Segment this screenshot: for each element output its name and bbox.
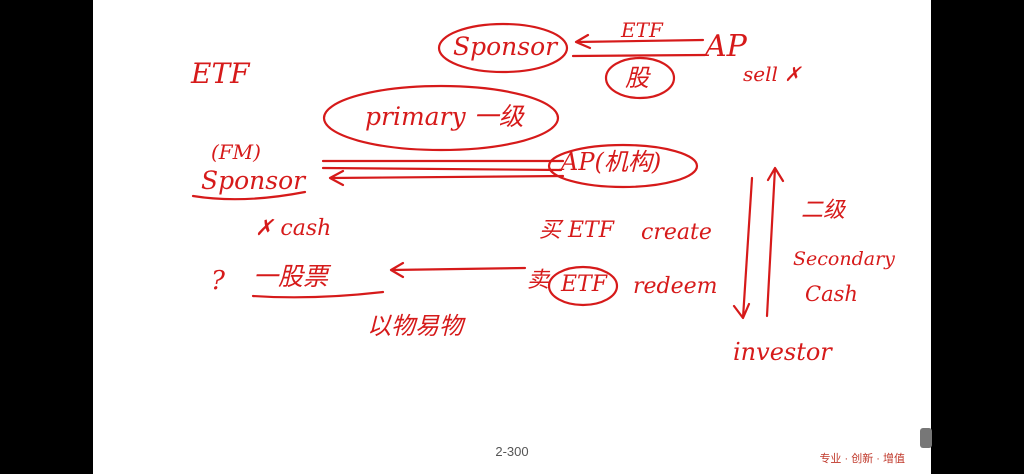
etf-line-lower xyxy=(571,53,707,58)
ap-institution-label: AP(机构) xyxy=(561,148,662,176)
ap-top-label: AP xyxy=(705,29,747,64)
page-number: 2-300 xyxy=(495,444,529,459)
create-label: create xyxy=(641,220,712,245)
etf-circle xyxy=(547,265,619,307)
sponsor-circle xyxy=(437,22,569,74)
scroll-handle[interactable] xyxy=(920,428,932,448)
etf-circled-label: ETF xyxy=(561,272,607,297)
stock-circle xyxy=(604,56,676,100)
basket-underline xyxy=(251,290,385,299)
etf-arrow-top xyxy=(574,33,705,50)
up-arrow xyxy=(765,166,785,318)
basket-label: 一股票 xyxy=(253,262,329,291)
x-cash-label: ✗ cash xyxy=(255,216,332,241)
whiteboard-slide: ETF Sponsor ETF 股 AP sell ✗ primary 一级 (… xyxy=(93,0,931,474)
brand-slogan: 专业 · 创新 · 增值 xyxy=(819,453,905,465)
secondary-label: Secondary xyxy=(793,248,895,270)
etf-top-label: ETF xyxy=(621,18,663,42)
cash-label: Cash xyxy=(805,282,858,306)
etf-heading: ETF xyxy=(191,57,250,90)
sell-x-label: sell ✗ xyxy=(743,62,802,86)
create-arrow xyxy=(321,159,565,172)
investor-label: investor xyxy=(733,338,832,366)
sell-etf-char: 卖 xyxy=(527,268,550,293)
question-mark: ? xyxy=(211,266,225,296)
primary-label: primary 一级 xyxy=(365,102,524,131)
down-arrow xyxy=(732,176,754,320)
secondary-cn-label: 二级 xyxy=(801,198,846,223)
redeem-arrow xyxy=(328,169,565,187)
redeem-label: redeem xyxy=(633,274,718,299)
ap-circle xyxy=(547,143,699,189)
exchange-arrow xyxy=(389,261,527,279)
handwriting-strokes xyxy=(191,22,785,320)
sponsor-top-label: Sponsor xyxy=(453,32,558,61)
stock-label: 股 xyxy=(625,64,649,92)
primary-circle xyxy=(322,84,560,152)
barter-label: 以物易物 xyxy=(367,312,463,340)
fm-label: (FM) xyxy=(211,140,261,164)
sponsor-left-label: Sponsor xyxy=(201,166,306,195)
sponsor-underline xyxy=(191,190,307,201)
buy-etf-label: 买 ETF xyxy=(539,218,614,243)
